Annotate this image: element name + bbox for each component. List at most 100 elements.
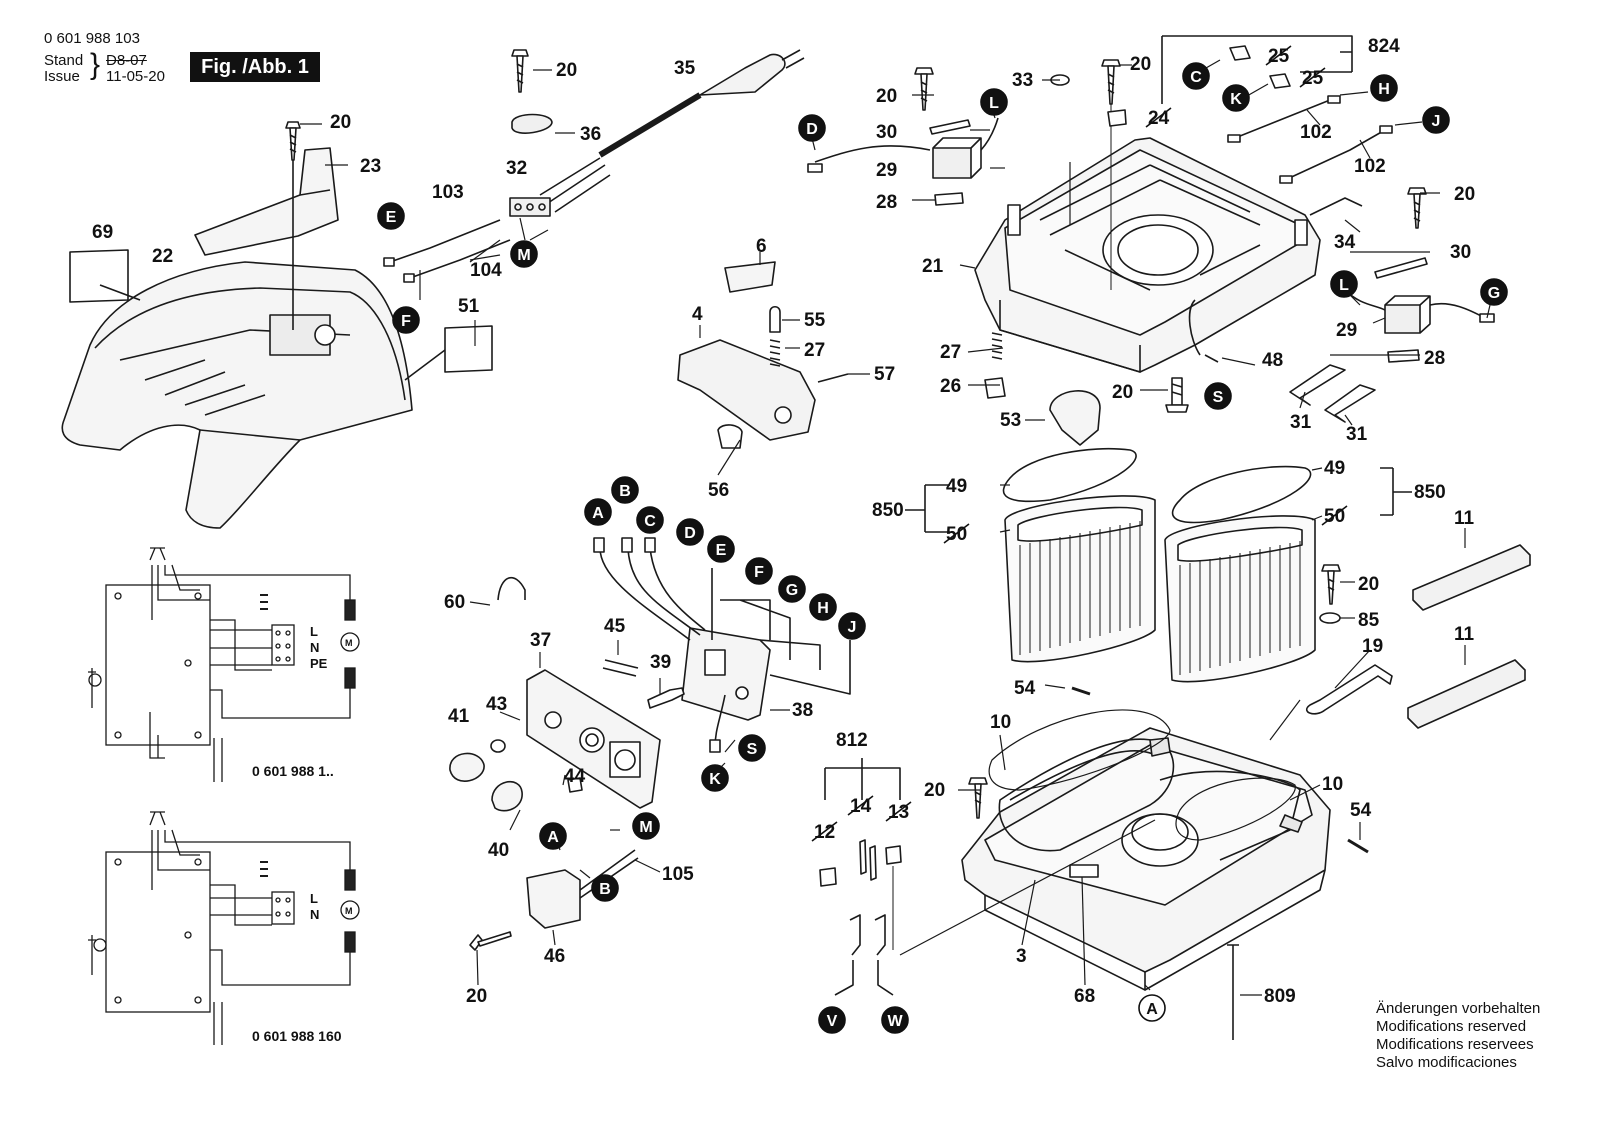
connector-tag-circle-tV: [818, 1006, 846, 1034]
connector-tag-text-tF2: F: [754, 564, 764, 581]
connector-tag-text-tD2: D: [684, 525, 696, 542]
connector-tag-circle-tK1: [1222, 84, 1250, 112]
connector-tag-text-tE1: E: [386, 209, 397, 226]
seal-49-a: [1002, 447, 1137, 503]
connector-tag-tG2: G: [778, 575, 806, 603]
connector-tag-text-tB2: B: [599, 881, 611, 898]
connector-tag-circle-tH2: [809, 593, 837, 621]
connector-tag-text-tK1: K: [1230, 91, 1242, 108]
part-label-p20h: 20: [466, 986, 487, 1007]
part-label-p33: 33: [1012, 70, 1033, 91]
strike-mark-p50b: [1321, 505, 1348, 526]
connector-tag-tB2: B: [591, 874, 619, 902]
bolt-39: [647, 687, 685, 709]
connector-tag-circle-tG1: [1480, 278, 1508, 306]
connector-tag-text-tG1: G: [1488, 285, 1500, 302]
motor-housing-part: [974, 137, 1321, 373]
connector-tag-tA1: A: [584, 498, 612, 526]
button-55-part: [769, 305, 781, 333]
part-label-p56: 56: [708, 480, 729, 501]
part-label-p29a: 29: [876, 160, 897, 181]
issue-label: Issue: [44, 68, 80, 85]
connector-tag-circle-tK2: [701, 764, 729, 792]
notice-es: Salvo modificaciones: [1376, 1054, 1517, 1071]
pin-48: [1204, 354, 1219, 363]
connector-tag-text-tC1: C: [1190, 69, 1202, 86]
connector-tag-circle-tE1: [377, 202, 405, 230]
part-label-p39: 39: [650, 652, 671, 673]
figure-label: Fig. /Abb. 1: [190, 52, 320, 82]
wire-104-part: [403, 239, 511, 283]
group-bracket-824: [1161, 35, 1353, 104]
connector-tag-tH1: H: [1370, 74, 1398, 102]
part-label-p32: 32: [506, 158, 527, 179]
connector-tag-tC1: C: [1182, 62, 1210, 90]
part-label-p48: 48: [1262, 350, 1283, 371]
connector-tag-text-tL2: L: [1339, 277, 1349, 294]
screw-20-d: [1101, 59, 1121, 290]
connector-tag-tD2: D: [676, 518, 704, 546]
part-number: 0 601 988 103: [44, 30, 140, 47]
strike-mark-p14: [847, 795, 874, 816]
modification-notice: Änderungen vorbehalten Modifications res…: [1376, 1000, 1540, 1072]
screw-20-a: [285, 121, 301, 161]
strike-mark-p12: [811, 821, 838, 842]
connector-tag-text-tG2: G: [786, 582, 798, 599]
clip-31-b: [1324, 384, 1376, 423]
top-cover-part: [61, 261, 413, 529]
connector-tag-circle-tJ1: [1422, 106, 1450, 134]
connector-tag-text-tJ2: J: [848, 619, 857, 636]
part-label-p809: 809: [1264, 986, 1296, 1007]
group-bracket-850-a: [905, 484, 950, 533]
plate-28-b: [1387, 349, 1420, 363]
connector-tag-text-tK2: K: [709, 771, 721, 788]
part-label-p38: 38: [792, 700, 813, 721]
connector-tag-tA3: A: [1138, 994, 1166, 1022]
connector-tag-tE1: E: [377, 202, 405, 230]
pin-57-part: [817, 373, 849, 383]
connector-tag-text-tD1: D: [806, 121, 818, 138]
drain-hose-809: [1227, 944, 1239, 1040]
part-label-p20e: 20: [1454, 184, 1475, 205]
schematic-top-variant: 0 601 988 1..: [252, 763, 334, 779]
part-label-p20i: 20: [924, 780, 945, 801]
spring-27-b: [991, 332, 1003, 360]
notice-de: Änderungen vorbehalten: [1376, 1000, 1541, 1017]
part-label-p20f: 20: [1112, 382, 1133, 403]
connector-tag-circle-tM2: [632, 812, 660, 840]
cable-clamp-part: [511, 113, 553, 134]
part-13: [885, 845, 902, 865]
pin-54-b: [1347, 838, 1369, 854]
part-label-p60: 60: [444, 592, 465, 613]
part-label-p45: 45: [604, 616, 626, 637]
strike-mark-p25b: [1299, 67, 1326, 88]
washer-85: [1319, 612, 1341, 624]
container-base-part: [961, 727, 1331, 991]
part-14: [859, 839, 877, 881]
connector-tag-circle-tS1: [1204, 382, 1232, 410]
part-label-p23: 23: [360, 156, 381, 177]
connector-tag-tG1: G: [1480, 278, 1508, 306]
schematic-top-N: N: [310, 640, 319, 655]
part-label-p41: 41: [448, 706, 470, 727]
connector-tag-text-tH1: H: [1378, 81, 1390, 98]
connector-tag-tS1: S: [1204, 382, 1232, 410]
connector-tag-circle-tF1: [392, 306, 420, 334]
connector-tag-tK1: K: [1222, 84, 1250, 112]
part-label-p29b: 29: [1336, 320, 1357, 341]
part-label-p27b: 27: [940, 342, 961, 363]
strike-mark-p25a: [1265, 45, 1292, 66]
clip-25-a: [1229, 45, 1251, 61]
connector-tag-text-tV: V: [827, 1013, 838, 1030]
wire-102-b: [1279, 125, 1393, 184]
stand-value: D8-07: [106, 52, 147, 69]
plate-28-a: [934, 192, 964, 206]
filter-50-b: [1164, 515, 1316, 683]
part-label-p53: 53: [1000, 410, 1021, 431]
part-label-p10a: 10: [990, 712, 1011, 733]
issue-value: 11-05-20: [106, 68, 165, 85]
part-label-p21: 21: [922, 256, 944, 277]
